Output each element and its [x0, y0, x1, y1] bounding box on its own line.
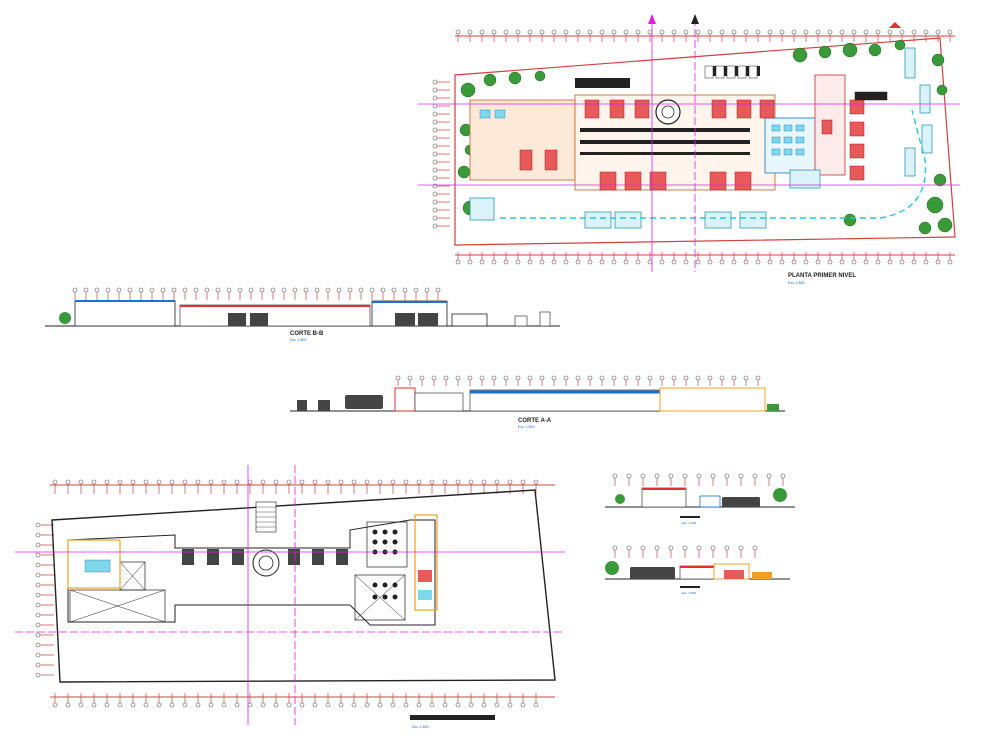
plan-bottom-axis-bubbles	[455, 252, 953, 265]
section-bb-scale: Esc. 1/500	[290, 338, 307, 342]
central-rotunda	[655, 99, 681, 125]
elevation-2: Esc. 1/500	[605, 545, 790, 595]
elevation-1-scale: Esc. 1/500	[682, 521, 697, 525]
plan-first-level: PLANTA PRIMER NIVEL Esc. 1/500	[418, 14, 960, 285]
parking	[704, 65, 888, 101]
section-aa-axis-bubbles	[395, 375, 761, 386]
bus-circulation-route	[500, 109, 927, 219]
plan-left-axis-bubbles	[432, 79, 450, 229]
roof-plan: Esc. 1/500	[15, 465, 565, 729]
section-aa: CORTE A-A Esc. 1/500	[290, 375, 785, 429]
roof-plan-bottom-axis-bubbles	[52, 693, 539, 708]
section-aa-scale: Esc. 1/500	[518, 425, 535, 429]
section-bb: CORTE B-B Esc. 1/500	[45, 287, 560, 342]
plan-first-level-scale: Esc. 1/500	[788, 281, 805, 285]
section-bb-title: CORTE B-B	[290, 331, 324, 337]
landscape-trees	[457, 39, 953, 235]
section-aa-title: CORTE A-A	[518, 418, 552, 424]
waiting-hall	[479, 109, 805, 156]
section-bb-axis-bubbles	[72, 287, 441, 300]
elevation-1-axis-bubbles	[612, 473, 786, 486]
bus-bays	[469, 47, 933, 229]
roof-plan-top-axis-bubbles	[52, 479, 539, 494]
ticket-counters	[519, 99, 865, 191]
roof-plan-left-axis-bubbles	[35, 522, 54, 678]
elevation-2-scale: Esc. 1/500	[682, 591, 697, 595]
site-boundary	[454, 37, 956, 246]
elevation-1: Esc. 1/500	[605, 473, 795, 525]
plan-first-level-title: PLANTA PRIMER NIVEL	[788, 273, 856, 279]
roof-plan-scale: Esc. 1/500	[412, 725, 429, 729]
roof-boundary	[51, 489, 556, 683]
plan-top-axis-bubbles	[455, 29, 953, 42]
elevation-2-axis-bubbles	[612, 545, 758, 558]
